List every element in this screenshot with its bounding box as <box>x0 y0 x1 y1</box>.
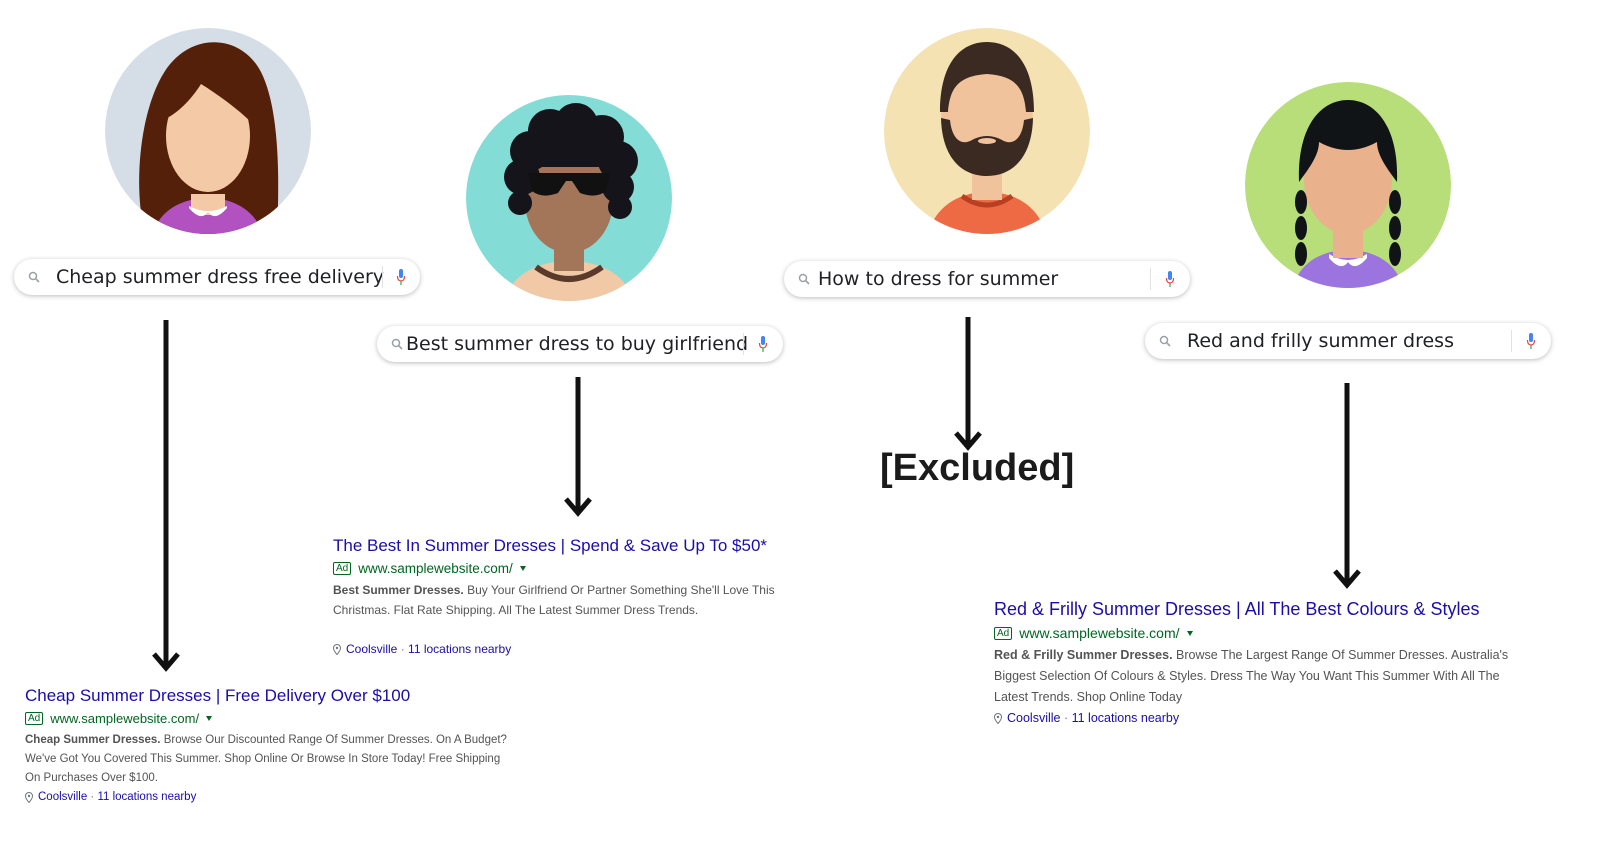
arrow-down-icon <box>1333 383 1361 589</box>
persona-2-avatar <box>466 95 672 301</box>
ad-desc-bold: Cheap Summer Dresses. <box>25 734 161 746</box>
search-query[interactable]: Best summer dress to buy girlfriend <box>406 333 749 355</box>
search-bar-3[interactable]: How to dress for summer <box>784 261 1190 297</box>
chevron-down-icon[interactable] <box>1186 630 1193 636</box>
ad-desc-line: Browse The Largest Range Of Summer Dress… <box>1172 648 1509 662</box>
microphone-icon[interactable] <box>758 335 768 353</box>
search-divider <box>743 333 744 355</box>
search-icon <box>391 338 403 350</box>
arrow-down-icon <box>152 320 180 672</box>
ad-badge: Ad <box>25 712 44 725</box>
persona-3-avatar <box>884 28 1090 234</box>
search-bar-1[interactable]: Cheap summer dress free delivery <box>14 259 420 295</box>
ad-desc-bold: Best Summer Dresses. <box>333 583 464 597</box>
ad-url[interactable]: www.samplewebsite.com/ <box>50 711 200 726</box>
ad-result-1: Cheap Summer Dresses | Free Delivery Ove… <box>25 685 565 806</box>
search-query[interactable]: Red and frilly summer dress <box>1187 330 1454 352</box>
location-pin-icon <box>994 712 1002 724</box>
search-icon <box>28 271 40 283</box>
search-bar-2[interactable]: Best summer dress to buy girlfriend <box>377 326 783 362</box>
microphone-icon[interactable] <box>1165 270 1175 288</box>
search-query[interactable]: How to dress for summer <box>818 268 1059 290</box>
arrow-down-icon <box>564 377 592 517</box>
ad-desc-line: Christmas. Flat Rate Shipping. All The L… <box>333 603 699 617</box>
ad-desc-line: Latest Trends. Shop Online Today <box>994 690 1183 704</box>
ad-result-2: The Best In Summer Dresses | Spend & Sav… <box>333 534 853 658</box>
ad-desc-line: Browse Our Discounted Range Of Summer Dr… <box>160 734 507 746</box>
microphone-icon[interactable] <box>1526 332 1536 350</box>
ad-description: Red & Frilly Summer Dresses. Browse The … <box>994 645 1554 708</box>
search-divider <box>382 266 383 288</box>
ad-location[interactable]: Coolsville <box>38 791 88 803</box>
location-separator: · <box>397 642 409 656</box>
chevron-down-icon[interactable] <box>206 716 213 721</box>
location-separator: · <box>87 791 98 803</box>
ad-description: Best Summer Dresses. Buy Your Girlfriend… <box>333 580 853 620</box>
persona-4-avatar <box>1245 82 1451 288</box>
ad-badge: Ad <box>994 626 1013 640</box>
search-bar-4[interactable]: Red and frilly summer dress <box>1145 323 1551 359</box>
search-divider <box>1511 330 1512 352</box>
search-icon <box>1159 335 1171 347</box>
ad-desc-line: On Purchases Over $100. <box>25 772 158 784</box>
ad-url[interactable]: www.samplewebsite.com/ <box>358 561 513 576</box>
ad-title[interactable]: The Best In Summer Dresses | Spend & Sav… <box>333 536 768 555</box>
ad-location[interactable]: Coolsville <box>346 642 398 656</box>
location-separator: · <box>1060 711 1072 725</box>
ad-desc-line: Biggest Selection Of Colours & Styles. D… <box>994 669 1500 683</box>
ad-description: Cheap Summer Dresses. Browse Our Discoun… <box>25 731 565 788</box>
arrow-down-icon <box>954 317 982 451</box>
search-icon <box>798 273 810 285</box>
ad-title[interactable]: Cheap Summer Dresses | Free Delivery Ove… <box>25 686 411 705</box>
ad-nearby[interactable]: 11 locations nearby <box>408 642 512 656</box>
ad-desc-bold: Red & Frilly Summer Dresses. <box>994 648 1173 662</box>
excluded-label: [Excluded] <box>880 447 1075 489</box>
ad-nearby[interactable]: 11 locations nearby <box>97 791 197 803</box>
location-pin-icon <box>25 791 33 803</box>
ad-result-3: Red & Frilly Summer Dresses | All The Be… <box>994 597 1554 728</box>
ad-nearby[interactable]: 11 locations nearby <box>1071 711 1180 725</box>
microphone-icon[interactable] <box>396 268 406 286</box>
ad-badge: Ad <box>333 562 352 575</box>
ad-desc-line: We've Got You Covered This Summer. Shop … <box>25 753 501 765</box>
search-divider <box>1150 268 1151 290</box>
ad-location[interactable]: Coolsville <box>1007 711 1061 725</box>
ad-title[interactable]: Red & Frilly Summer Dresses | All The Be… <box>994 599 1480 619</box>
chevron-down-icon[interactable] <box>519 566 526 571</box>
search-query[interactable]: Cheap summer dress free delivery <box>56 266 385 288</box>
ad-url[interactable]: www.samplewebsite.com/ <box>1019 625 1180 641</box>
persona-1-avatar <box>105 28 311 234</box>
ad-desc-line: Buy Your Girlfriend Or Partner Something… <box>463 583 775 597</box>
location-pin-icon <box>333 643 341 655</box>
